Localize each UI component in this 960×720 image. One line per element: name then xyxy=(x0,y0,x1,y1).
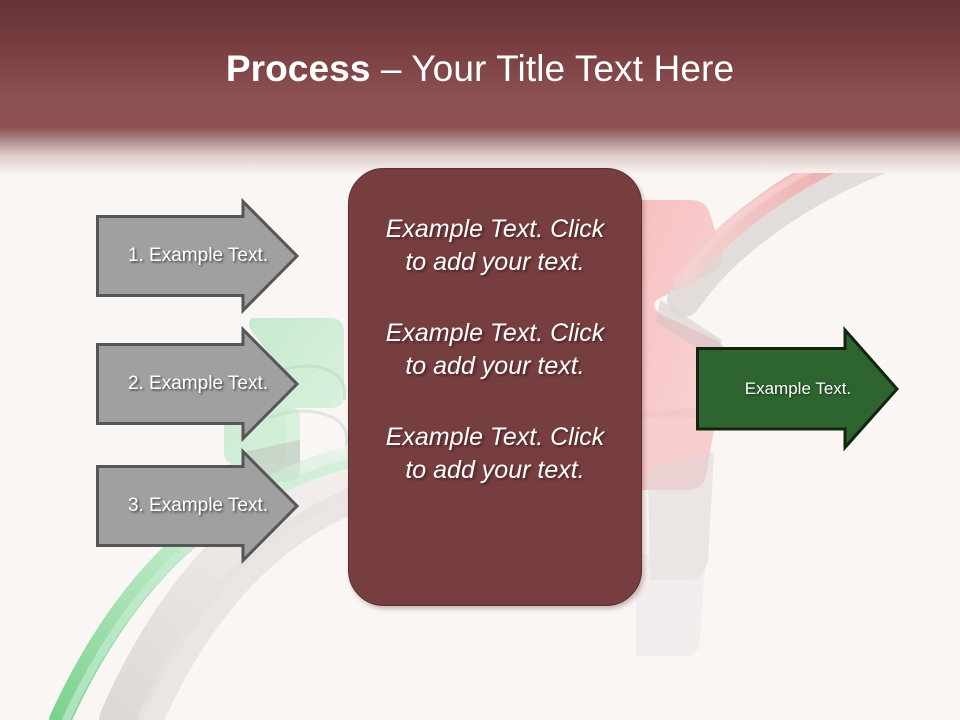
arrow-shape-3 xyxy=(96,447,300,565)
page-title-rest: – Your Title Text Here xyxy=(370,48,735,89)
input-arrow-3[interactable]: 3. Example Text. xyxy=(96,447,300,565)
panel-paragraph-3: Example Text. Click to add your text. xyxy=(385,423,619,484)
page-title-strong: Process xyxy=(225,48,371,89)
input-arrow-2[interactable]: 2. Example Text. xyxy=(96,325,300,443)
input-arrow-1[interactable]: 1. Example Text. xyxy=(96,197,300,315)
header-banner xyxy=(0,0,960,128)
panel-paragraph-2: Example Text. Click to add your text. xyxy=(385,319,619,380)
header-gradient-fade xyxy=(0,127,960,173)
page-title: Process – Your Title Text Here xyxy=(0,46,960,92)
arrow-shape-2 xyxy=(96,325,300,443)
arrow-shape-output xyxy=(696,326,900,452)
output-arrow[interactable]: Example Text. xyxy=(696,326,900,452)
center-content-panel[interactable]: Example Text. Click to add your text. Ex… xyxy=(348,168,642,606)
panel-paragraph-1: Example Text. Click to add your text. xyxy=(385,215,619,276)
arrow-shape-1 xyxy=(96,197,300,315)
